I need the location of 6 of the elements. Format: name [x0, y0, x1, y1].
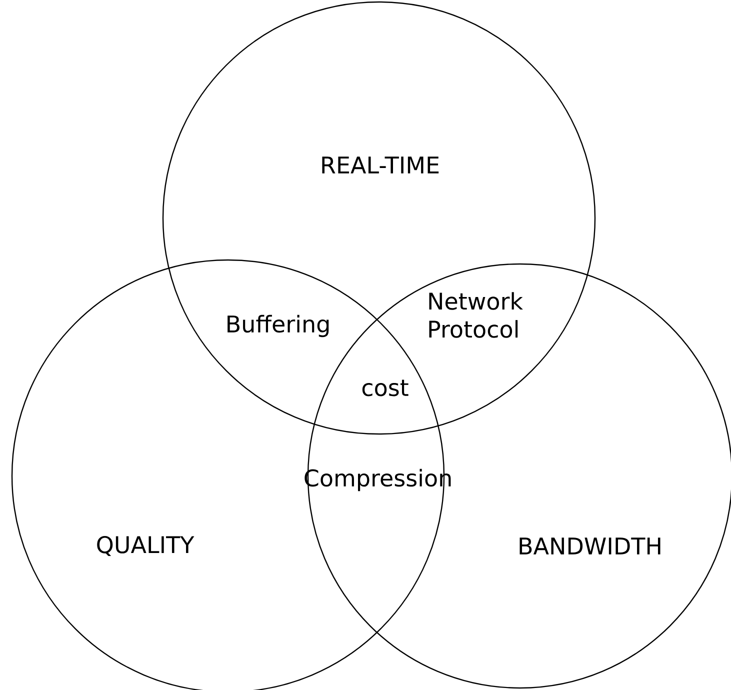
circle-label: BANDWIDTH: [520, 538, 660, 554]
overlap-label: cost: [362, 380, 408, 396]
overlap-label: Buffering: [228, 314, 329, 338]
overlap-label: Network Protocol: [429, 292, 523, 338]
circle-label: QUALITY: [97, 536, 194, 556]
circle-label: REAL-TIME: [322, 156, 439, 174]
